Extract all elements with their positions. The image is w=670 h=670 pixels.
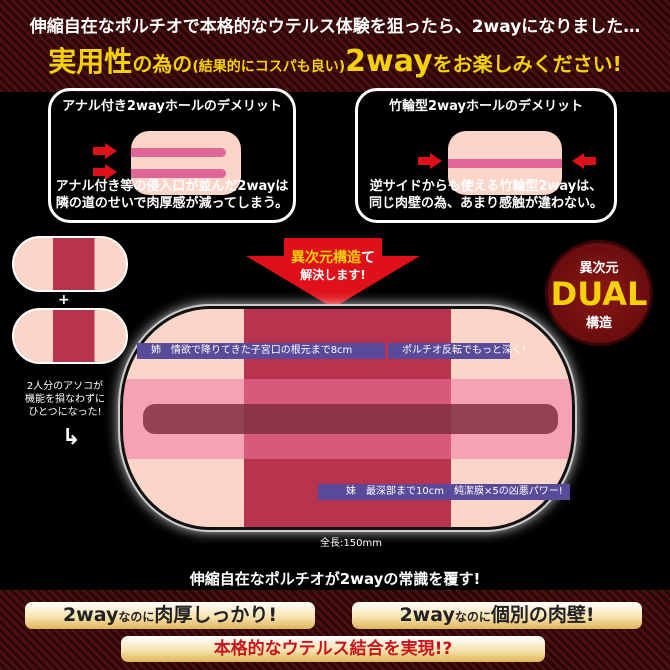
header-banner [0, 0, 670, 92]
side-note: 2人分のアソコが機能を損なわずにひとつになった! [25, 381, 105, 418]
corner-arrow-icon: ↳ [62, 425, 81, 450]
arrow-right-icon [105, 164, 117, 180]
box-description: 逆サイドからも使える竹輪型2wayは、同じ肉壁の為、あまり感触が違わない。 [368, 179, 603, 211]
hole-illustration [131, 131, 241, 195]
arrow-left-icon [572, 153, 584, 169]
arrow-right-icon [430, 153, 442, 169]
demerit-box-tube: 竹輪型2wayホールのデメリット 逆サイドからも使える竹輪型2wayは、同じ肉壁… [355, 88, 617, 223]
mini-diagram-bottom [12, 308, 128, 364]
solution-text: 異次元構造て 解決します! [291, 250, 375, 282]
solution-arrow [246, 238, 420, 308]
feature-pill-uterus: 本格的なウテルス結合を実現!? [121, 636, 545, 662]
headline-2way: 2way [345, 44, 433, 79]
box-title: アナル付き2wayホールのデメリット [62, 99, 282, 114]
arrow-label-sister-bottom: 妹 最深部まで10cm 純潔膜×5の凶悪パワー! [318, 484, 570, 500]
dual-badge: 異次元 DUAL 構造 [545, 240, 653, 346]
arrow-label-sister-top: 姉 情欲で降りてきた子宮口の根元まで8cm [137, 343, 385, 359]
box-title: 竹輪型2wayホールのデメリット [389, 99, 583, 114]
header-line2: 実用性の為の(結果的にコスパも良い)2wayをお楽しみください! [0, 40, 670, 80]
arrow-right-icon [105, 143, 117, 159]
arrow-label-portio: ポルチオ反転でもっと深く! [388, 343, 526, 359]
headline-note: (結果的にコスパも良い) [192, 59, 346, 75]
total-length: 全長:150mm [320, 538, 382, 549]
hole-illustration [448, 131, 562, 195]
headline-emphasis: 実用性 [48, 45, 133, 78]
plus-sign: + [58, 292, 70, 308]
feature-pill-walls: 2wayなのに個別の肉壁! [352, 602, 642, 629]
header-line1: 伸縮自在なポルチオで本格的なウテルス体験を狙ったら、2wayになりました… [29, 17, 641, 37]
headline-text: の為の [132, 52, 193, 76]
feature-pill-thick: 2wayなのに肉厚しっかり! [25, 602, 315, 629]
headline-text: をお楽しみください! [432, 52, 622, 76]
demerit-box-anal: アナル付き2wayホールのデメリット アナル付き等の侵入口が並んだ2wayは隣の… [48, 88, 296, 223]
tagline: 伸縮自在なポルチオが2wayの常識を覆す! [189, 570, 481, 588]
box-description: アナル付き等の侵入口が並んだ2wayは隣の道のせいで肉厚感が減ってしまう。 [55, 179, 289, 211]
mini-diagram-top [12, 236, 128, 292]
